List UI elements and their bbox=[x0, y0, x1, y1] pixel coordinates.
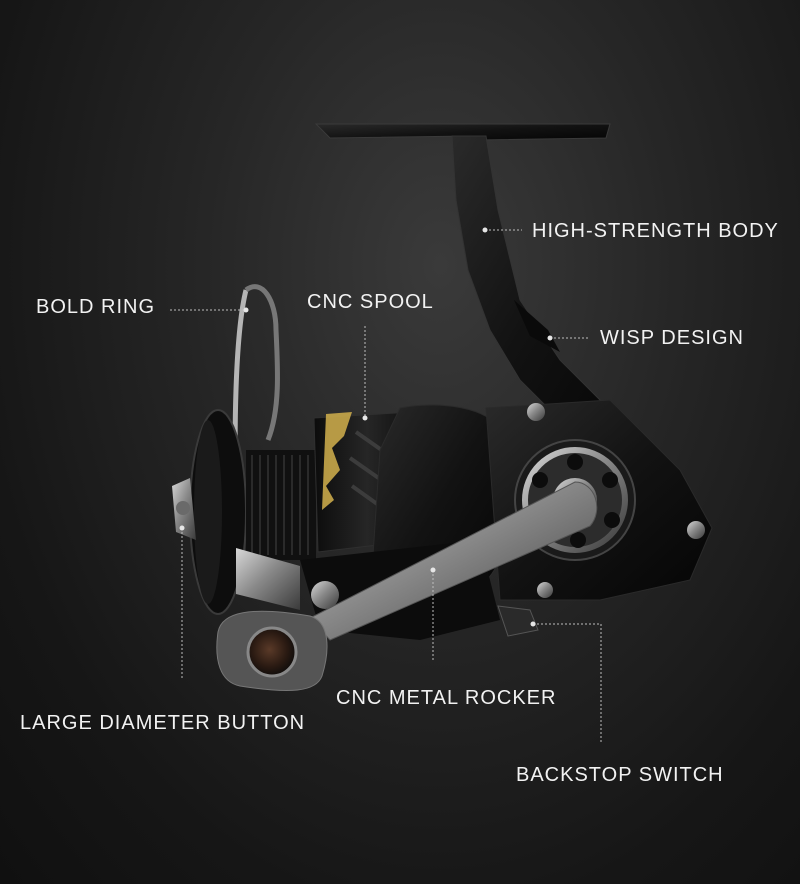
label-high-strength-body: HIGH-STRENGTH BODY bbox=[532, 220, 779, 242]
backstop-lever bbox=[497, 605, 539, 637]
label-cnc-spool: CNC SPOOL bbox=[307, 291, 434, 313]
label-bold-ring: BOLD RING bbox=[36, 296, 156, 318]
label-cnc-metal-rocker: CNC METAL ROCKER bbox=[336, 687, 557, 709]
label-backstop-switch: BACKSTOP SWITCH bbox=[516, 764, 724, 786]
label-wisp-design: WISP DESIGN bbox=[600, 327, 744, 349]
label-large-diameter-button: LARGE DIAMETER BUTTON bbox=[20, 712, 306, 734]
line-roller bbox=[236, 548, 300, 610]
spool-front-plate bbox=[172, 409, 247, 615]
crank-arm bbox=[309, 481, 598, 641]
reel-foot bbox=[314, 123, 641, 451]
callout-leaders bbox=[170, 227, 602, 744]
handle-knob bbox=[216, 610, 328, 692]
